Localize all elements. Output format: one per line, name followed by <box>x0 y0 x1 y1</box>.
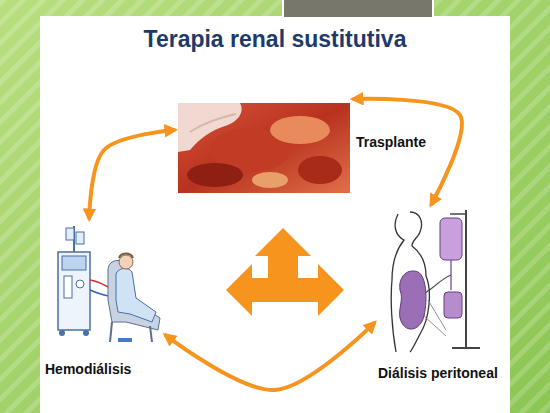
hemodialysis-node: Hemodiálisis <box>50 222 162 348</box>
fluid-bag <box>66 228 74 240</box>
three-way-arrow <box>226 228 344 316</box>
drain-bag <box>444 292 462 318</box>
wheel <box>59 330 65 336</box>
patient-body <box>116 268 156 322</box>
glove-fold <box>190 114 236 132</box>
curved-arrow <box>166 323 374 390</box>
pole-base <box>452 347 480 349</box>
fat-tissue <box>252 172 288 188</box>
gloved-hand <box>178 103 242 152</box>
peritoneal-illustration <box>391 210 480 352</box>
slide-title: Terapia renal sustitutiva <box>144 26 407 52</box>
hemodialysis-illustration <box>58 226 160 342</box>
tissue <box>270 116 330 144</box>
chair <box>108 260 160 330</box>
leader-line <box>424 316 446 336</box>
patient-head <box>119 255 133 269</box>
title-wrap: Terapia renal sustitutiva <box>0 26 550 53</box>
tissue <box>187 163 243 187</box>
header-tab <box>283 0 433 18</box>
dialysis-machine <box>58 252 90 330</box>
peritoneal-node: Diálisis peritoneal <box>378 208 485 352</box>
leader-line <box>428 300 446 330</box>
machine-screen <box>62 256 86 270</box>
transplant-node: Trasplante <box>178 103 350 193</box>
node-label: Hemodiálisis <box>45 361 131 377</box>
dialysate-bag <box>440 218 462 260</box>
curved-arrow <box>89 130 174 218</box>
chair-leg <box>110 322 112 342</box>
logo-mark <box>118 338 132 342</box>
label-wrap: Hemodiálisis <box>45 360 131 378</box>
label-wrap: Diálisis peritoneal <box>378 364 498 382</box>
white-panel <box>40 16 510 413</box>
tissue <box>298 156 342 184</box>
transplant-photo <box>178 103 350 193</box>
iv-pole <box>465 210 467 348</box>
label-wrap: Trasplante <box>356 133 426 151</box>
photo-ground <box>178 103 350 193</box>
pole-hook <box>450 213 466 215</box>
peritoneal-cavity <box>400 271 426 329</box>
pump <box>76 280 84 288</box>
node-label: Trasplante <box>356 134 426 150</box>
fluid-bag <box>76 232 84 244</box>
chair-leg <box>150 326 152 342</box>
wheel <box>83 330 89 336</box>
node-label: Diálisis peritoneal <box>378 365 498 381</box>
curved-arrow <box>354 99 462 204</box>
filter <box>64 276 72 298</box>
patient-hair <box>119 254 133 259</box>
